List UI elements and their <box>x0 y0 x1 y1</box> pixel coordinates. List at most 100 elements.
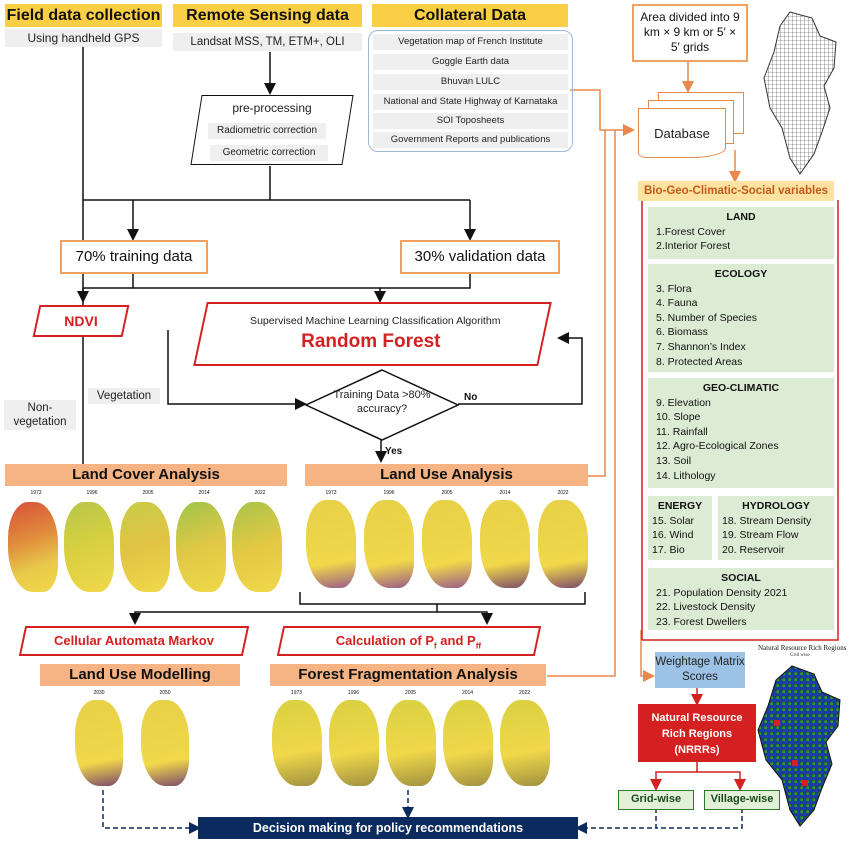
land-use-modelling: Land Use Modelling <box>40 664 240 686</box>
map-thumbnail <box>75 700 123 786</box>
map-thumbnail <box>176 502 226 592</box>
map-year: 1973 <box>325 490 337 496</box>
land-cover-maps: 1973 1996 2005 2014 2022 <box>8 490 288 600</box>
variable-item: 4. Fauna <box>656 297 698 310</box>
map-thumbnail <box>306 500 356 588</box>
decision-diamond <box>304 369 460 441</box>
collateral-item: National and State Highway of Karnataka <box>373 94 568 110</box>
energy-group: ENERGY 15. Solar 16. Wind 17. Bio <box>648 496 712 560</box>
field-data-sub: Using handheld GPS <box>5 29 162 47</box>
map-thumbnail <box>442 700 493 786</box>
collateral-data-list: Vegetation map of French Institute Goggl… <box>368 30 573 152</box>
ndvi-label: NDVI <box>64 313 98 329</box>
grid-wise-box: Grid-wise <box>618 790 694 810</box>
remote-sensing-sub: Landsat MSS, TM, ETM+, OLI <box>173 33 362 51</box>
variable-item: 13. Soil <box>656 454 692 467</box>
map-thumbnail <box>538 500 588 588</box>
energy-heading: ENERGY <box>657 500 703 512</box>
map-thumbnail <box>499 700 550 786</box>
land-use-modelling-maps: 2030 2050 <box>68 690 198 790</box>
map-thumbnail <box>8 502 58 592</box>
grid-map-icon <box>763 11 837 175</box>
collateral-item: Vegetation map of French Institute <box>373 34 568 50</box>
variable-item: 5. Number of Species <box>656 311 757 324</box>
map-year: 2022 <box>557 490 569 496</box>
map-year: 1973 <box>30 490 42 496</box>
vegetation-label: Vegetation <box>88 388 160 404</box>
social-heading: SOCIAL <box>721 572 761 584</box>
variable-item: 12. Agro-Ecological Zones <box>656 440 779 453</box>
map-thumbnail <box>141 700 189 786</box>
geo-climatic-group: GEO-CLIMATIC 9. Elevation 10. Slope 11. … <box>648 378 834 488</box>
ca-markov-label: Cellular Automata Markov <box>54 633 214 648</box>
map-thumbnail <box>64 502 114 592</box>
hydrology-group: HYDROLOGY 18. Stream Density 19. Stream … <box>718 496 834 560</box>
weightage-matrix-box: Weightage Matrix Scores <box>655 652 745 688</box>
map-year: 2050 <box>159 690 171 696</box>
rf-subtitle: Supervised Machine Learning Classificati… <box>250 315 501 327</box>
nonvegetation-label: Non- vegetation <box>4 400 76 430</box>
variable-item: 10. Slope <box>656 411 701 424</box>
map-year: 1996 <box>347 690 360 696</box>
ca-markov-box: Cellular Automata Markov <box>18 626 250 656</box>
variable-item: 7. Shannon’s Index <box>656 340 746 353</box>
variable-item: 8. Protected Areas <box>656 355 743 368</box>
variable-item: 17. Bio <box>652 543 685 556</box>
nrrr-box: Natural Resource Rich Regions (NRRRs) <box>638 704 756 762</box>
forest-fragmentation-maps: 1973 1996 2005 2014 2022 <box>268 690 554 790</box>
collateral-item: Bhuvan LULC <box>373 74 568 90</box>
bgcs-title: Bio-Geo-Climatic-Social variables <box>638 181 834 201</box>
variable-item: 16. Wind <box>652 529 694 542</box>
variable-item: 20. Reservoir <box>722 543 785 556</box>
ecology-heading: ECOLOGY <box>714 268 768 280</box>
map-thumbnail <box>385 700 436 786</box>
map-year: 1996 <box>86 490 98 496</box>
map-thumbnail <box>364 500 414 588</box>
variable-item: 23. Forest Dwellers <box>656 615 747 628</box>
village-wise-box: Village-wise <box>704 790 780 810</box>
variable-item: 6. Biomass <box>656 326 708 339</box>
collateral-item: Goggle Earth data <box>373 54 568 70</box>
map-thumbnail <box>480 500 530 588</box>
calculation-label: Calculation of Pf and Pff <box>335 633 482 651</box>
variable-item: 14. Lithology <box>656 469 716 482</box>
decision-text: Training Data >80% accuracy? <box>333 389 431 415</box>
nrrr-map <box>757 665 841 827</box>
decision-making-bar: Decision making for policy recommendatio… <box>198 817 578 839</box>
map-year: 2014 <box>461 690 474 696</box>
map-thumbnail <box>271 700 322 786</box>
map-year: 2005 <box>441 490 453 496</box>
map-year: 2005 <box>142 490 154 496</box>
geo-climatic-heading: GEO-CLIMATIC <box>702 382 780 394</box>
map-year: 1996 <box>383 490 395 496</box>
variable-item: 18. Stream Density <box>722 514 812 527</box>
hydrology-heading: HYDROLOGY <box>742 500 810 512</box>
map-thumbnail <box>422 500 472 588</box>
ecology-group: ECOLOGY 3. Flora 4. Fauna 5. Number of S… <box>648 264 834 372</box>
collateral-data-title: Collateral Data <box>372 4 568 27</box>
decision-yes: Yes <box>385 446 403 457</box>
land-heading: LAND <box>726 211 756 223</box>
area-grid-box: Area divided into 9 km × 9 km or 5′ × 5′… <box>632 4 748 62</box>
map-thumbnail <box>232 502 282 592</box>
variable-item: 9. Elevation <box>656 396 711 409</box>
nrrr-map-title: Natural Resource Rich Regions <box>758 644 847 652</box>
map-year: 2005 <box>404 690 417 696</box>
remote-sensing-title: Remote Sensing data <box>173 4 362 27</box>
preprocessing-title: pre-processing <box>232 101 312 115</box>
collateral-item: SOI Toposheets <box>373 113 568 129</box>
land-group: LAND 1.Forest Cover 2.Interior Forest <box>648 207 834 259</box>
calculation-box: Calculation of Pf and Pff <box>276 626 542 656</box>
map-thumbnail <box>328 700 379 786</box>
land-cover-analysis: Land Cover Analysis <box>5 464 287 486</box>
variable-item: 21. Population Density 2021 <box>656 586 788 599</box>
training-data-box: 70% training data <box>60 240 208 274</box>
field-data-title: Field data collection <box>5 4 162 27</box>
variable-item: 11. Rainfall <box>656 425 708 438</box>
land-use-analysis: Land Use Analysis <box>305 464 588 486</box>
map-year: 2022 <box>518 690 531 696</box>
variable-item: 15. Solar <box>652 514 695 527</box>
map-year: 2022 <box>254 490 266 496</box>
rf-title: Random Forest <box>301 331 441 352</box>
